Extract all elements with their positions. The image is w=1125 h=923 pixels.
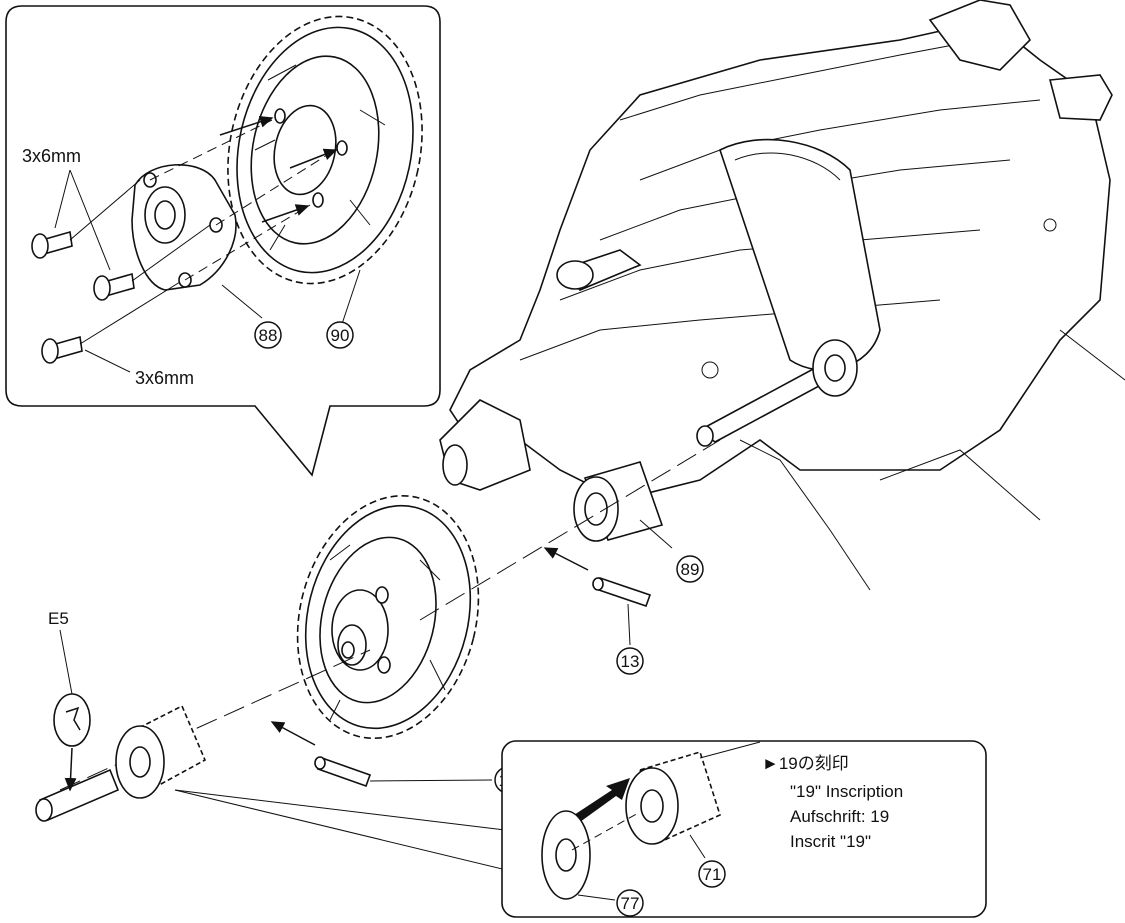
callout-13-upper: 13 — [616, 647, 644, 675]
detail-box-pulley: 71 77 ►19の刻印 "19" Inscription Aufschrift… — [501, 740, 987, 918]
screw-size-label-top: 3x6mm — [22, 146, 81, 166]
e-ring-e5: E5 — [48, 609, 91, 792]
inscription-line-2: "19" Inscription — [790, 782, 903, 801]
screw-middle — [93, 272, 135, 301]
inscription-line-3: Aufschrift: 19 — [790, 807, 889, 826]
pulley-71 — [625, 751, 721, 845]
svg-text:89: 89 — [681, 560, 700, 579]
callout-89: 89 — [676, 555, 704, 583]
e-ring-label: E5 — [48, 609, 69, 628]
svg-text:90: 90 — [331, 326, 350, 345]
inscription-line-4: Inscrit "19" — [790, 832, 871, 851]
screw-lower — [41, 335, 83, 364]
callout-77: 77 — [616, 889, 644, 917]
detail-box-gear-assembly: 3x6mm 3x6mm 88 90 — [5, 5, 441, 477]
inscription-line-1: ►19の刻印 — [762, 754, 849, 773]
callout-88: 88 — [254, 321, 282, 349]
machine-body — [439, 0, 1125, 591]
callout-71: 71 — [698, 860, 726, 888]
sleeve-89: 89 — [573, 461, 704, 583]
svg-text:13: 13 — [621, 652, 640, 671]
shaft-stub — [35, 768, 120, 822]
svg-text:71: 71 — [703, 865, 722, 884]
svg-text:88: 88 — [259, 326, 278, 345]
screw-upper — [31, 230, 73, 259]
callout-90: 90 — [326, 321, 354, 349]
svg-text:77: 77 — [621, 894, 640, 913]
insert-arrow-icon — [574, 778, 630, 822]
washer-77 — [541, 810, 591, 900]
pulley-assembled — [115, 704, 207, 799]
gear-assembled — [296, 494, 480, 740]
screw-size-label-bottom: 3x6mm — [135, 368, 194, 388]
pin-13-upper: 13 — [543, 547, 652, 675]
